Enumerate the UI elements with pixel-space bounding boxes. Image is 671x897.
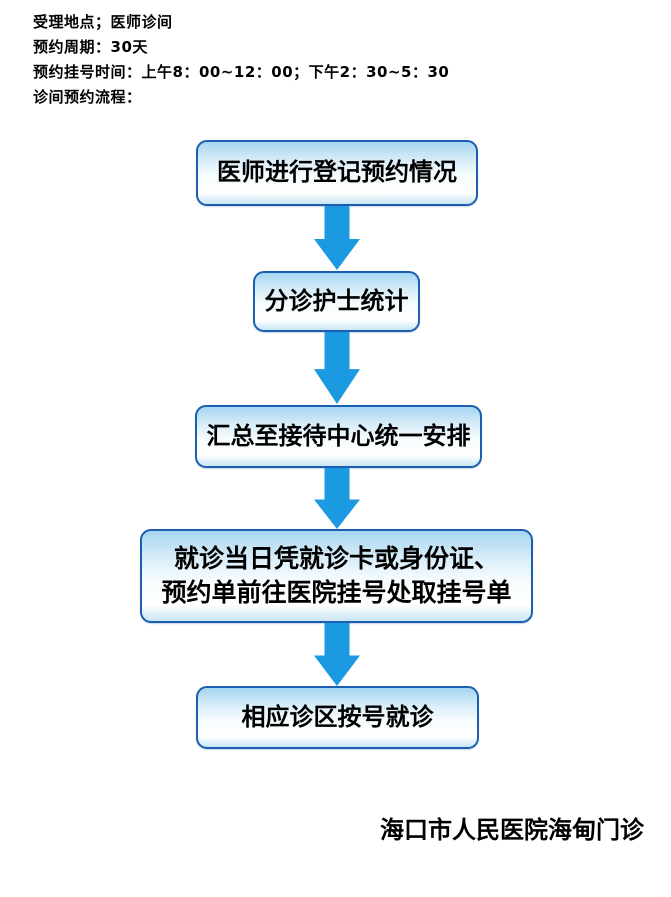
hospital-signature: 海口市人民医院海甸门诊	[380, 816, 644, 844]
flow-step-label: 汇总至接待中心统一安排	[206, 421, 471, 450]
flow-step-label: 医师进行登记预约情况	[217, 158, 457, 187]
flow-step-label: 相应诊区按号就诊	[241, 702, 434, 731]
header-line-process-title: 诊间预约流程：	[33, 88, 142, 106]
arrow-down-icon	[314, 468, 360, 529]
flow-step-get-ticket: 就诊当日凭就诊卡或身份证、 预约单前往医院挂号处取挂号单	[140, 529, 533, 623]
header-line-hours: 预约挂号时间：上午8：00~12：00；下午2：30~5：30	[33, 63, 450, 81]
flow-step-visit-area: 相应诊区按号就诊	[196, 686, 479, 749]
flow-step-label: 分诊护士统计	[264, 286, 409, 315]
flow-step-label: 就诊当日凭就诊卡或身份证、 预约单前往医院挂号处取挂号单	[161, 543, 512, 608]
arrow-down-icon	[314, 623, 360, 686]
flow-step-doctor-register: 医师进行登记预约情况	[196, 140, 478, 206]
header-text-block: 受理地点；医师诊间 预约周期：30天 预约挂号时间：上午8：00~12：00；下…	[33, 10, 449, 110]
header-line-location: 受理地点；医师诊间	[33, 13, 173, 31]
header-line-period: 预约周期：30天	[33, 38, 148, 56]
flow-step-triage-nurse: 分诊护士统计	[253, 271, 420, 332]
flow-step-reception-center: 汇总至接待中心统一安排	[195, 405, 482, 468]
arrow-down-icon	[314, 332, 360, 404]
arrow-down-icon	[314, 206, 360, 270]
